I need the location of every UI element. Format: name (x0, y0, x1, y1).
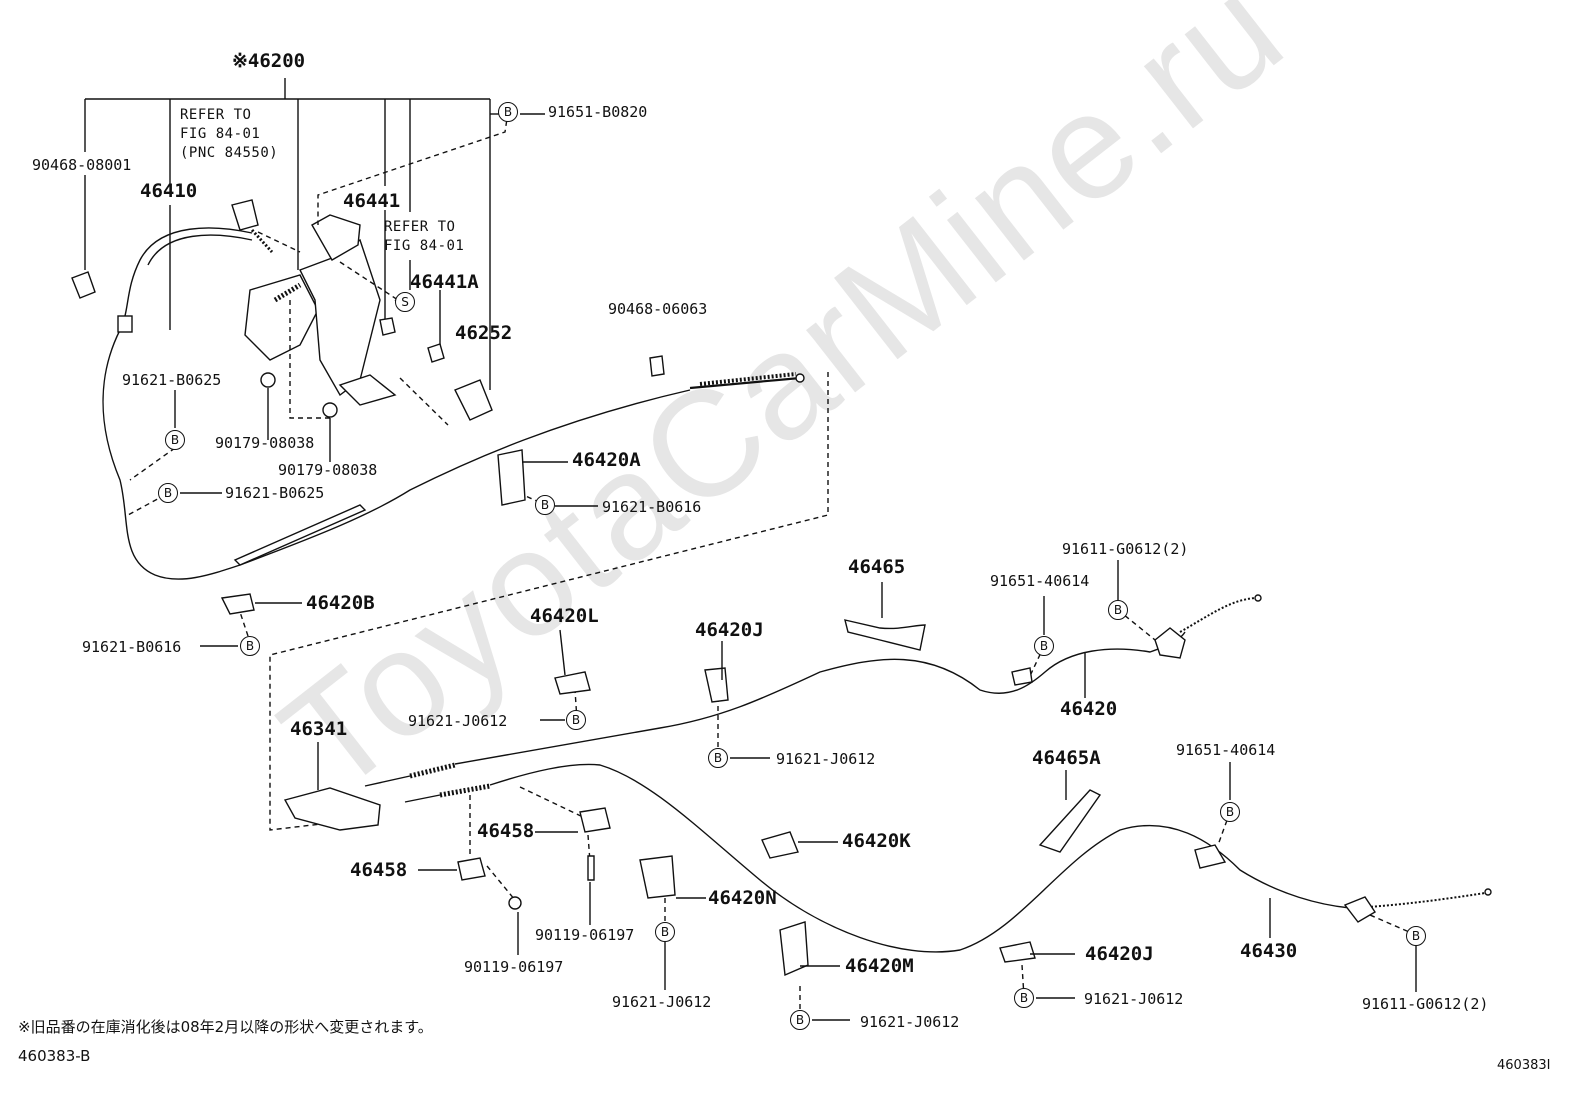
label-91621-J0612d: 91621-J0612 (860, 1013, 960, 1031)
label-90119-06197b: 90119-06197 (535, 926, 635, 944)
label-91611-G0612a: 91611-G0612(2) (1062, 540, 1189, 558)
dashed-leaders (127, 111, 1417, 1018)
rear-cable-46430 (404, 763, 1492, 953)
badge-b-91621-B0625a: B (165, 430, 185, 450)
label-46420L: 46420L (530, 605, 599, 627)
label-90179-08038b: 90179-08038 (278, 461, 378, 479)
badge-b-91621-B0616a: B (535, 495, 555, 515)
label-46252: 46252 (455, 322, 513, 344)
footnote: ※旧品番の在庫消化後は08年2月以降の形状へ変更されます。 (18, 1018, 433, 1036)
figure-code: 460383-B (18, 1047, 91, 1065)
label-91621-J0612a: 91621-J0612 (408, 712, 508, 730)
label-46465A: 46465A (1032, 747, 1101, 769)
label-91651-B0820: 91651-B0820 (548, 103, 648, 121)
label-90179-08038a: 90179-08038 (215, 434, 315, 452)
badge-b-91611-G0612b: B (1406, 926, 1426, 946)
rear-cable-46420 (364, 594, 1262, 787)
front-cable-46410 (102, 227, 805, 580)
label-46420B: 46420B (306, 592, 375, 614)
label-46420: 46420 (1060, 698, 1118, 720)
label-46465: 46465 (848, 556, 906, 578)
badge-b-91621-B0625b: B (158, 483, 178, 503)
badge-b-91621-J0612b: B (708, 748, 728, 768)
label-46420N: 46420N (708, 887, 777, 909)
label-46200: ※46200 (232, 50, 306, 72)
badge-b-91621-J0612a: B (566, 710, 586, 730)
label-91611-G0612b: 91611-G0612(2) (1362, 995, 1489, 1013)
label-91621-J0612b: 91621-J0612 (776, 750, 876, 768)
badge-b-91651-40614b: B (1220, 802, 1240, 822)
label-91651-40614a: 91651-40614 (990, 572, 1090, 590)
assembly-bracket (84, 78, 545, 390)
label-46410: 46410 (140, 180, 198, 202)
badge-b-91621-J0612c: B (655, 922, 675, 942)
parking-brake-lever (71, 199, 665, 421)
label-46341: 46341 (290, 718, 348, 740)
label-46430: 46430 (1240, 940, 1298, 962)
small-parts (220, 449, 1102, 977)
label-refer-fig-84-01-pnc: REFER TO FIG 84-01 (PNC 84550) (180, 107, 279, 161)
label-90468-06063: 90468-06063 (608, 300, 708, 318)
badge-b-91621-J0612d: B (790, 1010, 810, 1030)
badge-b-91611-G0612a: B (1108, 600, 1128, 620)
label-91621-B0616a: 91621-B0616 (602, 498, 702, 516)
badge-s-46441: S (395, 292, 415, 312)
label-91621-B0625a: 91621-B0625 (122, 371, 222, 389)
label-91621-J0612c: 91621-J0612 (612, 993, 712, 1011)
badge-b-91621-J0612e: B (1014, 988, 1034, 1008)
label-90119-06197a: 90119-06197 (464, 958, 564, 976)
label-46458b: 46458 (350, 859, 408, 881)
label-46441A: 46441A (410, 271, 479, 293)
label-46441: 46441 (343, 190, 401, 212)
badge-b-91651-40614a: B (1034, 636, 1054, 656)
label-91621-B0625b: 91621-B0625 (225, 484, 325, 502)
figure-code-corner: 460383I (1497, 1058, 1551, 1073)
label-91621-B0616b: 91621-B0616 (82, 638, 182, 656)
badge-b-91621-B0616b: B (240, 636, 260, 656)
label-46420K: 46420K (842, 830, 911, 852)
label-refer-fig-84-01: REFER TO FIG 84-01 (384, 219, 465, 254)
label-46420M: 46420M (845, 955, 914, 977)
label-46420J-bottom: 46420J (1085, 943, 1154, 965)
badge-b-91651-B0820: B (498, 102, 518, 122)
solid-leaders (174, 388, 1417, 1021)
label-91651-40614b: 91651-40614 (1176, 741, 1276, 759)
label-46420A: 46420A (572, 449, 641, 471)
label-46420J-top: 46420J (695, 619, 764, 641)
label-91621-J0612e: 91621-J0612 (1084, 990, 1184, 1008)
label-90468-08001: 90468-08001 (32, 156, 132, 174)
label-46458a: 46458 (477, 820, 535, 842)
